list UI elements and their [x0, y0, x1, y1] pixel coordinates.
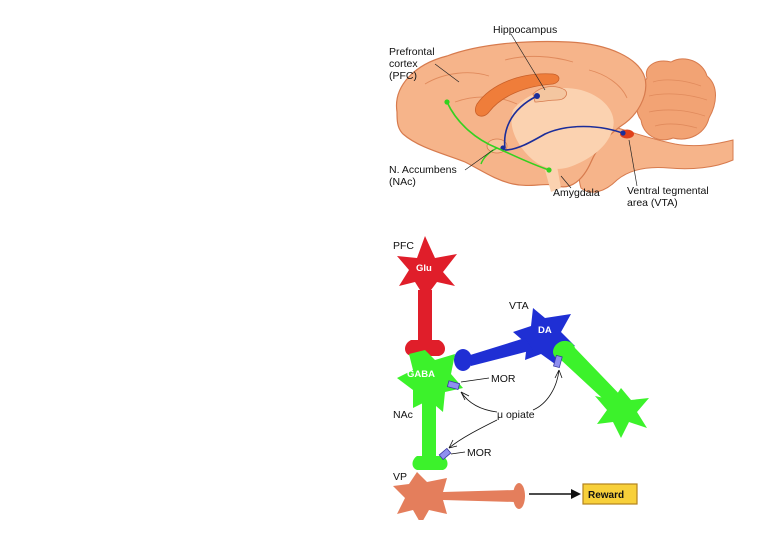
- corpus-callosum: [475, 73, 560, 117]
- mor-receptor-bottom: [438, 447, 452, 461]
- figure-canvas: Hippocampus Prefrontal cortex (PFC) N. A…: [389, 24, 734, 520]
- label-vta-circuit: VTA: [509, 300, 529, 312]
- circuit-diagram: PFC Glu VTA DA GABA: [393, 236, 649, 520]
- label-pfc-circuit: PFC: [393, 240, 414, 252]
- vp-neuron: [393, 472, 525, 520]
- label-nac-line2: (NAc): [389, 176, 416, 188]
- label-nac-line1: N. Accumbens: [389, 164, 457, 176]
- mor-receptor-top: [446, 380, 461, 390]
- brain-section: Hippocampus Prefrontal cortex (PFC) N. A…: [389, 24, 734, 209]
- label-pfc-line3: (PFC): [389, 70, 417, 82]
- label-mor-top: MOR: [491, 373, 516, 385]
- gaba-neuron: GABA: [397, 350, 463, 470]
- label-reward: Reward: [588, 490, 624, 501]
- label-mu-opiate: μ opiate: [497, 409, 535, 421]
- cerebellum: [636, 58, 716, 141]
- reward-box: Reward: [582, 483, 638, 505]
- label-vta-line1: Ventral tegmental: [627, 185, 709, 197]
- label-da: DA: [538, 325, 552, 336]
- label-vp: VP: [393, 471, 407, 483]
- label-glu: Glu: [416, 263, 432, 274]
- brainstem: [578, 123, 734, 193]
- mor-receptor-right: [553, 354, 563, 369]
- neural-circuit-figure: Hippocampus Prefrontal cortex (PFC) N. A…: [385, 20, 735, 520]
- label-pfc-line1: Prefrontal: [389, 46, 435, 58]
- hippocampus-structure: [532, 86, 567, 103]
- label-mor-bottom: MOR: [467, 447, 492, 459]
- da-neuron: DA: [454, 308, 575, 371]
- label-gaba: GABA: [407, 369, 435, 380]
- glu-neuron: Glu: [397, 236, 457, 356]
- label-nac-circuit: NAc: [393, 409, 413, 421]
- label-pfc-line2: cortex: [389, 58, 418, 70]
- green-projection-neuron: [553, 340, 649, 438]
- dopamine-hippocampus-branch: [503, 95, 538, 149]
- label-hippocampus: Hippocampus: [493, 24, 557, 36]
- label-vta-line2: area (VTA): [627, 197, 678, 209]
- label-amygdala: Amygdala: [553, 187, 600, 199]
- dopamine-pathway: [504, 125, 626, 151]
